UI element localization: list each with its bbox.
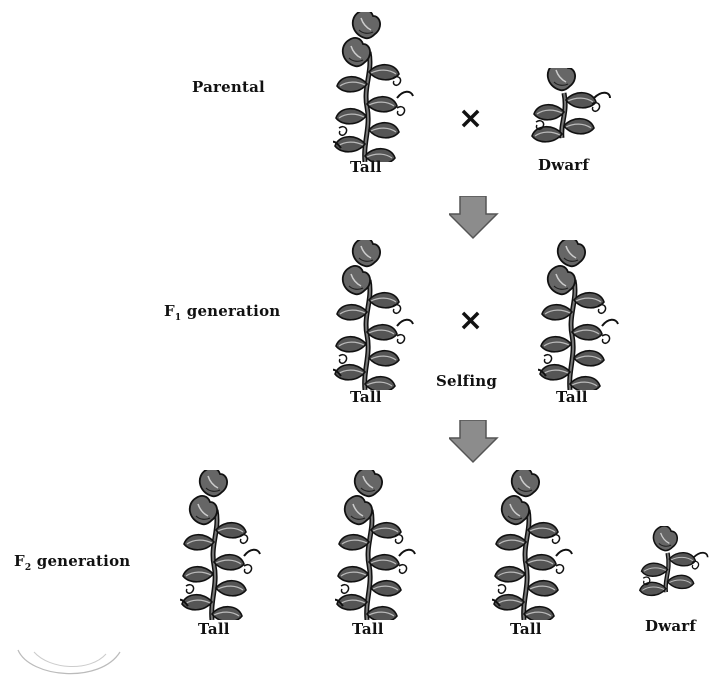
f2-dwarf-plant-icon [638,526,712,606]
parental-dwarf-plant-icon [530,68,615,148]
parental-left-phenotype: Tall [350,158,382,176]
selfing-label: Selfing [436,372,498,390]
f1-tall-plant-left-icon [333,240,418,390]
f1-generation-label: F1 generation [164,302,280,323]
f2-plant-2-phenotype: Tall [352,620,384,638]
f2-plant-1-phenotype: Tall [198,620,230,638]
f2-prefix: F [14,552,25,570]
scribble-mark [17,649,121,675]
f1-right-phenotype: Tall [556,388,588,406]
f1-suffix: generation [181,302,281,320]
parental-right-phenotype: Dwarf [538,156,589,174]
f2-tall-plant-1-icon [180,470,265,620]
f2-plant-4-phenotype: Dwarf [645,617,696,635]
f2-generation-label: F2 generation [14,552,130,573]
f2-suffix: generation [31,552,131,570]
f1-prefix: F [164,302,175,320]
parental-tall-plant-icon [333,12,418,162]
parental-cross-icon: × [458,101,484,136]
down-arrow-icon [449,420,498,463]
f2-tall-plant-2-icon [335,470,420,620]
f2-tall-plant-3-icon [492,470,577,620]
f2-subscript: 2 [24,563,32,573]
f1-cross-icon: × [458,303,484,338]
f2-plant-3-phenotype: Tall [510,620,542,638]
parental-generation-label: Parental [192,78,265,96]
f1-left-phenotype: Tall [350,388,382,406]
f1-subscript: 1 [174,313,182,323]
f1-tall-plant-right-icon [538,240,623,390]
down-arrow-icon [449,196,498,239]
